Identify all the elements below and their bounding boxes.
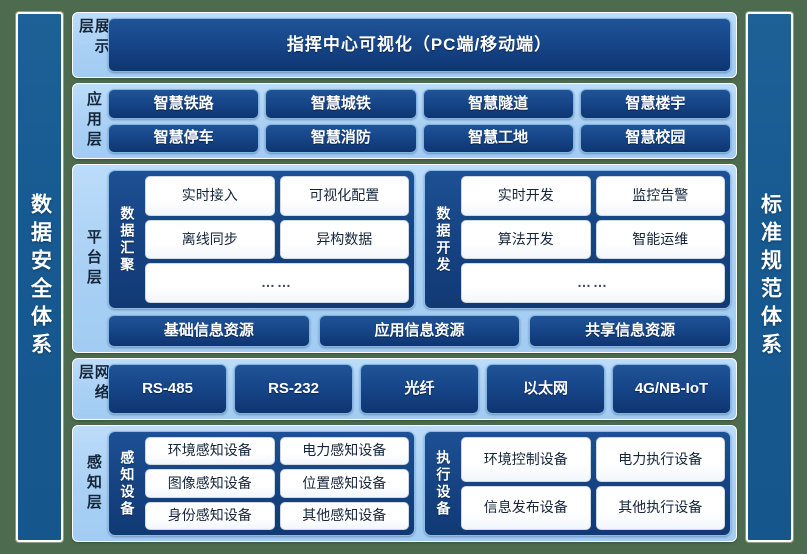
- chip-information-release-device[interactable]: 信息发布设备: [461, 485, 591, 530]
- layer-label-network-text: 网络层: [77, 364, 110, 404]
- chip-intelligent-operations[interactable]: 智能运维: [595, 219, 725, 260]
- chip-algorithm-development[interactable]: 算法开发: [461, 219, 591, 260]
- command-center-visualization-banner[interactable]: 指挥中心可视化（PC端/移动端）: [108, 18, 731, 72]
- group-label-sensing-devices-text: 感知设备: [119, 449, 136, 518]
- network-item-fiber-optic[interactable]: 光纤: [360, 364, 479, 414]
- group-label-data-aggregation: 数据汇聚: [114, 176, 140, 303]
- standard-specification-system-label: 标准规范体系: [758, 193, 782, 361]
- chip-power-actuator-device[interactable]: 电力执行设备: [595, 437, 725, 482]
- group-sensing-devices: 感知设备 环境感知设备 电力感知设备 图像感知设备 位置感知设备: [108, 431, 415, 536]
- layer-label-platform: 平台层: [78, 170, 108, 347]
- layer-body-network: RS-485 RS-232 光纤 以太网 4G/NB-IoT: [108, 364, 731, 414]
- layer-body-sensing: 感知设备 环境感知设备 电力感知设备 图像感知设备 位置感知设备: [108, 431, 731, 536]
- aggregation-row-1: 实时接入 可视化配置: [145, 176, 409, 216]
- application-row-2: 智慧停车 智慧消防 智慧工地 智慧校园: [108, 123, 731, 153]
- network-item-4g-nbiot[interactable]: 4G/NB-IoT: [612, 364, 731, 414]
- app-item-smart-parking[interactable]: 智慧停车: [108, 123, 260, 153]
- layer-body-presentation: 指挥中心可视化（PC端/移动端）: [108, 18, 731, 72]
- app-item-smart-construction-site[interactable]: 智慧工地: [422, 123, 574, 153]
- group-data-development: 数据开发 实时开发 监控告警 算法开发 智能运维: [424, 170, 731, 309]
- layer-presentation: 展示层 指挥中心可视化（PC端/移动端）: [72, 12, 737, 78]
- platform-group-container: 数据汇聚 实时接入 可视化配置 离线同步 异构数据: [108, 170, 731, 309]
- development-row-2: 算法开发 智能运维: [461, 219, 725, 260]
- chip-power-sensing-device[interactable]: 电力感知设备: [279, 437, 409, 466]
- layer-network: 网络层 RS-485 RS-232 光纤 以太网 4G/NB-IoT: [72, 358, 737, 420]
- chip-visual-configuration[interactable]: 可视化配置: [279, 176, 409, 216]
- group-label-data-development-text: 数据开发: [435, 205, 452, 274]
- resource-shared-information[interactable]: 共享信息资源: [529, 315, 732, 347]
- chip-other-sensing-device[interactable]: 其他感知设备: [279, 501, 409, 530]
- layer-label-sensing-text: 感知层: [84, 453, 102, 514]
- actuator-row-2: 信息发布设备 其他执行设备: [461, 485, 725, 530]
- app-item-smart-tunnel[interactable]: 智慧隧道: [422, 89, 574, 119]
- layer-body-application: 智慧铁路 智慧城铁 智慧隧道 智慧楼宇 智慧停车 智慧消防 智慧工地 智慧校园: [108, 89, 731, 153]
- layer-body-platform: 数据汇聚 实时接入 可视化配置 离线同步 异构数据: [108, 170, 732, 347]
- group-items-data-aggregation: 实时接入 可视化配置 离线同步 异构数据 ……: [145, 176, 409, 304]
- group-items-sensing-devices: 环境感知设备 电力感知设备 图像感知设备 位置感知设备 身份感知设备 其他感知设…: [145, 437, 409, 530]
- network-item-row: RS-485 RS-232 光纤 以太网 4G/NB-IoT: [108, 364, 731, 414]
- app-item-smart-railway[interactable]: 智慧铁路: [108, 89, 260, 119]
- app-item-smart-urban-rail[interactable]: 智慧城铁: [265, 89, 417, 119]
- sensing-row-3: 身份感知设备 其他感知设备: [145, 501, 409, 530]
- group-label-sensing-devices: 感知设备: [114, 437, 140, 530]
- actuator-row-1: 环境控制设备 电力执行设备: [461, 437, 725, 482]
- group-items-actuator-devices: 环境控制设备 电力执行设备 信息发布设备 其他执行设备: [461, 437, 725, 530]
- network-item-ethernet[interactable]: 以太网: [486, 364, 605, 414]
- layer-sensing: 感知层 感知设备 环境感知设备 电力感知设备: [72, 425, 737, 542]
- resource-basic-information[interactable]: 基础信息资源: [108, 315, 310, 347]
- group-label-actuator-devices: 执行设备: [430, 437, 456, 530]
- chip-development-more[interactable]: ……: [461, 263, 725, 304]
- chip-location-sensing-device[interactable]: 位置感知设备: [279, 469, 409, 498]
- chip-image-sensing-device[interactable]: 图像感知设备: [145, 469, 275, 498]
- resource-application-information[interactable]: 应用信息资源: [318, 315, 521, 347]
- application-row-1: 智慧铁路 智慧城铁 智慧隧道 智慧楼宇: [108, 89, 731, 119]
- development-row-3: ……: [461, 263, 725, 304]
- group-label-actuator-devices-text: 执行设备: [435, 449, 452, 518]
- chip-monitoring-alarm[interactable]: 监控告警: [595, 176, 725, 216]
- layer-application: 应用层 智慧铁路 智慧城铁 智慧隧道 智慧楼宇 智慧停车 智慧消防 智慧工地 智…: [72, 83, 737, 159]
- app-item-smart-campus[interactable]: 智慧校园: [579, 123, 731, 153]
- development-row-1: 实时开发 监控告警: [461, 176, 725, 216]
- sensing-row-1: 环境感知设备 电力感知设备: [145, 437, 409, 466]
- layer-label-network: 网络层: [77, 364, 110, 414]
- layer-label-application: 应用层: [78, 89, 108, 153]
- network-item-rs485[interactable]: RS-485: [108, 364, 227, 414]
- chip-environment-sensing-device[interactable]: 环境感知设备: [145, 437, 275, 466]
- chip-offline-sync[interactable]: 离线同步: [145, 219, 275, 260]
- network-item-rs232[interactable]: RS-232: [234, 364, 353, 414]
- data-security-system-label: 数据安全体系: [28, 193, 52, 361]
- app-item-smart-firefighting[interactable]: 智慧消防: [265, 123, 417, 153]
- chip-environment-control-device[interactable]: 环境控制设备: [461, 437, 591, 482]
- chip-realtime-ingestion[interactable]: 实时接入: [145, 176, 275, 216]
- sensing-group-container: 感知设备 环境感知设备 电力感知设备 图像感知设备 位置感知设备: [108, 431, 731, 536]
- data-security-system-pillar: 数据安全体系: [16, 12, 63, 542]
- layer-label-sensing: 感知层: [78, 431, 108, 536]
- group-label-data-development: 数据开发: [430, 176, 456, 303]
- chip-realtime-development[interactable]: 实时开发: [461, 176, 591, 216]
- layer-label-platform-text: 平台层: [84, 228, 102, 289]
- chip-aggregation-more[interactable]: ……: [145, 263, 409, 304]
- aggregation-row-2: 离线同步 异构数据: [145, 219, 409, 260]
- group-data-aggregation: 数据汇聚 实时接入 可视化配置 离线同步 异构数据: [108, 170, 415, 309]
- layer-stack: 展示层 指挥中心可视化（PC端/移动端） 应用层 智慧铁路 智慧城铁 智慧隧道 …: [72, 12, 737, 542]
- layer-label-presentation: 展示层: [77, 18, 110, 72]
- chip-identity-sensing-device[interactable]: 身份感知设备: [145, 501, 275, 530]
- layer-label-presentation-text: 展示层: [77, 18, 110, 58]
- sensing-row-2: 图像感知设备 位置感知设备: [145, 469, 409, 498]
- standard-specification-system-pillar: 标准规范体系: [746, 12, 793, 542]
- group-actuator-devices: 执行设备 环境控制设备 电力执行设备 信息发布设备 其他执行设备: [424, 431, 731, 536]
- group-items-data-development: 实时开发 监控告警 算法开发 智能运维 ……: [461, 176, 725, 304]
- group-label-data-aggregation-text: 数据汇聚: [119, 205, 136, 274]
- aggregation-row-3: ……: [145, 263, 409, 304]
- chip-other-actuator-device[interactable]: 其他执行设备: [595, 485, 725, 530]
- chip-heterogeneous-data[interactable]: 异构数据: [279, 219, 409, 260]
- app-item-smart-building[interactable]: 智慧楼宇: [579, 89, 731, 119]
- information-resource-row: 基础信息资源 应用信息资源 共享信息资源: [108, 315, 732, 347]
- layer-label-application-text: 应用层: [84, 91, 102, 151]
- layer-platform: 平台层 数据汇聚 实时接入 可视化配置: [72, 164, 737, 353]
